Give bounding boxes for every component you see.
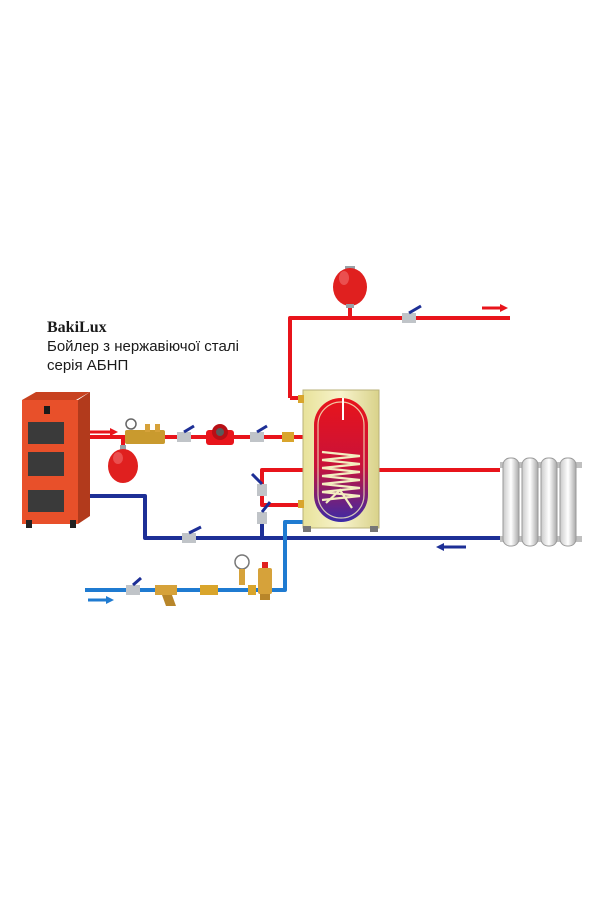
safety-manifold [125,418,165,444]
ball-valve-icon [250,424,268,442]
arrow-supply-icon [90,428,118,436]
ball-valve-icon [250,472,267,496]
ball-valve-icon [126,576,142,595]
pressure-reducer [234,554,272,600]
heating-coil [321,450,361,509]
arrow-cold-in-icon [88,596,114,604]
expansion-tank-dhw [333,266,367,308]
pressure-gauge-icon [125,418,137,430]
caption-line-2: серія АБНП [47,356,129,374]
ball-valve-icon [177,424,195,442]
arrow-return-icon [436,543,466,551]
boiler-return-pipe [85,494,505,540]
cold-pipes [85,520,314,592]
dhw-top-pipe [288,316,510,398]
flow-arrows [88,304,508,604]
caption: BakiLux Бойлер з нержавіючої сталі серія… [47,318,239,376]
solid-fuel-boiler [22,392,90,528]
expansion-tank-heating [108,445,138,483]
indirect-water-heater [298,389,380,532]
caption-line-1: Бойлер з нержавіючої сталі [47,338,239,355]
ball-valve-icon [257,501,272,524]
cold-water-inlet [85,520,314,592]
ball-valve-icon [402,304,422,323]
brass-fittings [200,432,294,595]
pressure-gauge-icon [234,554,250,570]
ball-valves [126,304,422,595]
radiator [500,457,582,547]
ball-valve-icon [182,525,202,543]
circulation-pump [206,424,234,445]
strainer-filter [155,585,177,606]
brand-name: BakiLux [47,319,107,336]
hot-pipes [85,305,510,507]
arrow-dhw-out-icon [482,304,508,312]
return-pipes [85,494,505,540]
